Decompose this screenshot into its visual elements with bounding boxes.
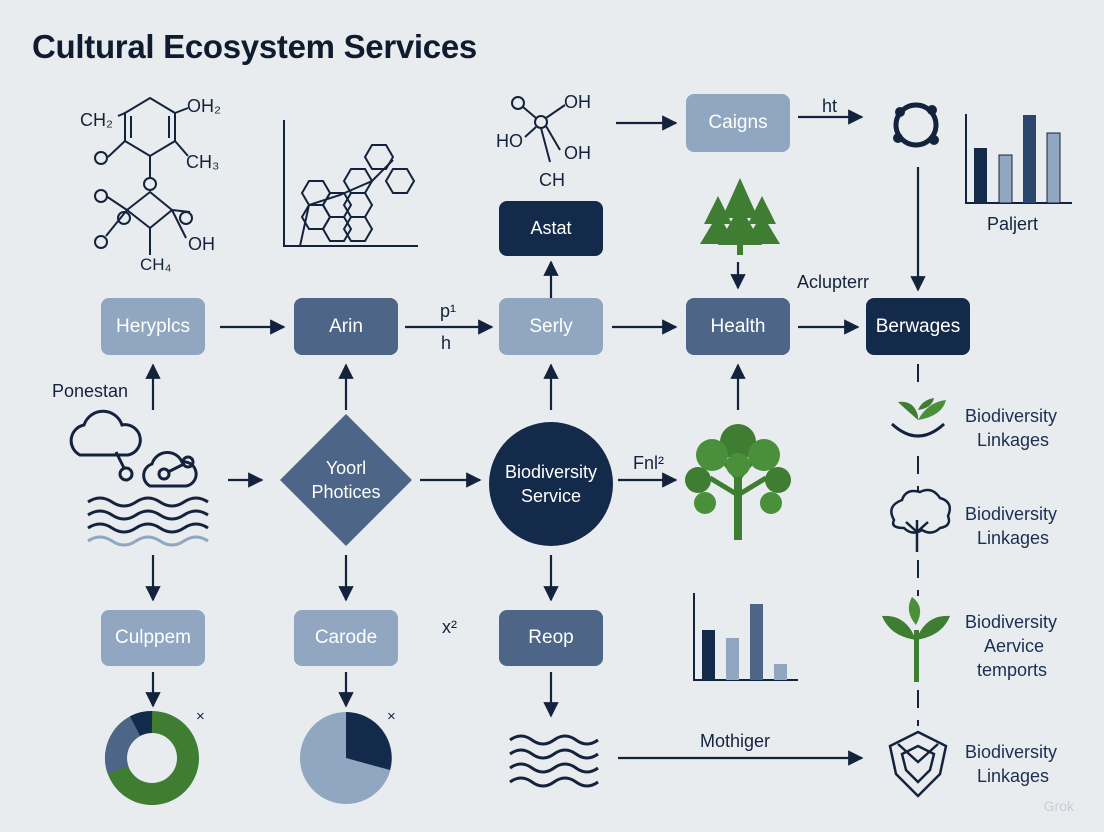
side-item-1: Biodiversity Linkages: [965, 404, 1057, 452]
side-item-1-line2: Linkages: [977, 430, 1050, 450]
diamond-label-line1: Yoorl: [325, 458, 367, 478]
chem-label-ch3: CH₃: [186, 152, 219, 172]
label-mothiger: Mothiger: [700, 731, 771, 751]
tree-outline-icon: [890, 488, 951, 552]
chem-label-oh: OH: [188, 234, 215, 254]
side-item-3-line1: Biodiversity: [965, 612, 1058, 632]
waves-left-icon: [87, 496, 209, 547]
diamond-label-line2: Photices: [311, 482, 381, 502]
node-caigns[interactable]: Caigns: [686, 94, 790, 152]
node-carode[interactable]: Carode: [294, 610, 398, 666]
label-paljert: Paljert: [987, 214, 1039, 234]
side-item-2: Biodiversity Linkages: [965, 502, 1057, 550]
node-arin[interactable]: Arin: [294, 298, 398, 355]
side-item-3: Biodiversity Aervice temports: [965, 610, 1057, 682]
diamond-node[interactable]: [280, 414, 412, 546]
side-item-1-line1: Biodiversity: [965, 406, 1058, 426]
side-item-2-line2: Linkages: [977, 528, 1050, 548]
label-p1: p¹: [440, 301, 457, 321]
label-x-pie: ×: [387, 708, 396, 725]
side-item-4-line2: Linkages: [977, 766, 1050, 786]
hexagon-chart-icon: [283, 120, 418, 247]
pie-chart-icon: [300, 712, 392, 804]
label-ponestan: Ponestan: [52, 381, 129, 401]
node-serly[interactable]: Serly: [499, 298, 603, 355]
chemical-structure-2-icon: [511, 96, 566, 163]
node-health[interactable]: Health: [686, 298, 790, 355]
chem-label-ch2: CH₂: [80, 110, 113, 130]
shield-icon: [888, 730, 948, 798]
bar-chart-top-icon: [965, 114, 1072, 204]
cloud-network-icon: [69, 409, 198, 488]
arrows: [145, 109, 926, 766]
node-berwages[interactable]: Berwages: [866, 298, 970, 355]
label-fnl2: Fnl²: [633, 453, 664, 473]
biodiversity-service-line1: Biodiversity: [504, 462, 598, 482]
label-x-donut: ×: [196, 708, 205, 725]
sprout-icon: [882, 597, 950, 682]
green-tree-icon: [685, 424, 791, 540]
side-item-4-line1: Biodiversity: [965, 742, 1058, 762]
watermark-logo: Grok: [1043, 798, 1074, 814]
label-h: h: [441, 333, 452, 353]
side-item-2-line1: Biodiversity: [965, 504, 1058, 524]
biodiversity-service-label: Biodiversity Service: [489, 454, 613, 514]
pine-trees-icon: [700, 178, 780, 255]
node-culppem[interactable]: Culppem: [101, 610, 205, 666]
chem2-label-oh2: OH: [564, 143, 591, 163]
page-title: Cultural Ecosystem Services: [32, 28, 477, 65]
node-heryplcs[interactable]: Heryplcs: [101, 298, 205, 355]
biodiversity-service-line2: Service: [520, 486, 582, 506]
side-item-4: Biodiversity Linkages: [965, 740, 1057, 788]
chem-label-oh2: OH₂: [187, 96, 221, 116]
node-reop[interactable]: Reop: [499, 610, 603, 666]
leaf-bowl-icon: [890, 398, 946, 438]
cycle-dots: [893, 105, 939, 145]
side-item-3-line3: temports: [977, 660, 1048, 680]
label-ht: ht: [822, 96, 838, 116]
chem-label-ch4: CH₄: [140, 255, 172, 274]
chem2-label-oh1: OH: [564, 92, 591, 112]
side-item-3-line2: Aervice: [984, 636, 1045, 656]
label-aclupterr: Aclupterr: [797, 272, 870, 292]
label-x2: x²: [442, 617, 457, 637]
donut-chart-icon: [105, 710, 199, 805]
diamond-label: Yoorl Photices: [286, 450, 406, 510]
waves-bottom-icon: [509, 734, 599, 788]
biodiversity-service-node[interactable]: [489, 422, 613, 546]
bar-chart-middle-icon: [693, 593, 798, 681]
chemical-structure-1-icon: [94, 96, 193, 255]
chem2-label-ch: CH: [539, 170, 565, 190]
cycle-icon: [893, 102, 939, 148]
chem2-label-ho: HO: [496, 131, 523, 151]
node-astat[interactable]: Astat: [499, 201, 603, 256]
